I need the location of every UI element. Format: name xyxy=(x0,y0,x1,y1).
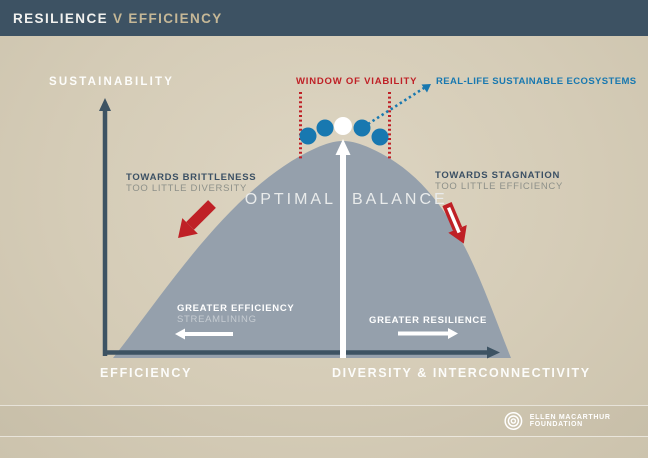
y-axis-label: SUSTAINABILITY xyxy=(49,76,175,88)
hill-shape xyxy=(113,141,511,358)
greater-efficiency-label: GREATER EFFICIENCY STREAMLINING xyxy=(177,303,294,325)
greater-efficiency-line1: GREATER EFFICIENCY xyxy=(177,303,295,314)
window-dots xyxy=(299,117,389,146)
window-dot-white xyxy=(334,117,352,135)
window-dot-blue xyxy=(316,119,334,137)
title-efficiency: EFFICIENCY xyxy=(128,10,223,26)
foundation-brand: ELLEN MACARTHUR FOUNDATION xyxy=(503,409,648,433)
stagnation-arrow xyxy=(442,202,467,244)
balance-label: BALANCE xyxy=(352,191,448,208)
foundation-logo-icon xyxy=(504,412,523,430)
title-v: V xyxy=(113,10,124,26)
x-axis-label-diversity: DIVERSITY & INTERCONNECTIVITY xyxy=(332,366,591,380)
greater-resilience-label: GREATER RESILIENCE xyxy=(369,315,487,326)
foundation-brand-text: ELLEN MACARTHUR FOUNDATION xyxy=(529,414,611,428)
greater-resilience-arrow xyxy=(398,328,458,339)
ecosystems-dotted-arrow xyxy=(367,84,431,126)
towards-brittleness-label: TOWARDS BRITTLENESS TOO LITTLE DIVERSITY xyxy=(126,172,256,194)
towards-brittleness-line2: TOO LITTLE DIVERSITY xyxy=(126,183,247,194)
towards-stagnation-line1: TOWARDS STAGNATION xyxy=(435,170,561,181)
window-of-viability-label: WINDOW OF VIABILITY xyxy=(296,76,418,87)
optimal-balance-arrow xyxy=(335,139,351,358)
footer-divider-bottom xyxy=(0,436,648,437)
towards-brittleness-line1: TOWARDS BRITTLENESS xyxy=(126,172,257,183)
brittleness-arrow xyxy=(178,200,216,238)
greater-efficiency-line2: STREAMLINING xyxy=(177,314,257,325)
y-axis xyxy=(99,98,111,356)
footer-divider-top xyxy=(0,405,648,406)
greater-efficiency-arrow xyxy=(175,328,233,340)
x-axis-label-efficiency: EFFICIENCY xyxy=(100,366,193,380)
towards-stagnation-line2: TOO LITTLE EFFICIENCY xyxy=(435,181,564,192)
window-dot-blue xyxy=(371,128,389,146)
title-resilience: RESILIENCE xyxy=(13,10,109,26)
real-life-ecosystems-label: REAL-LIFE SUSTAINABLE ECOSYSTEMS xyxy=(436,76,637,87)
towards-stagnation-label: TOWARDS STAGNATION TOO LITTLE EFFICIENCY xyxy=(435,170,563,192)
x-axis xyxy=(103,346,500,359)
optimal-label: OPTIMAL xyxy=(244,191,336,208)
window-dot-blue xyxy=(353,119,371,137)
x-axis-arrowhead xyxy=(487,346,500,359)
window-dot-blue xyxy=(299,127,317,145)
y-axis-arrowhead xyxy=(99,98,111,111)
